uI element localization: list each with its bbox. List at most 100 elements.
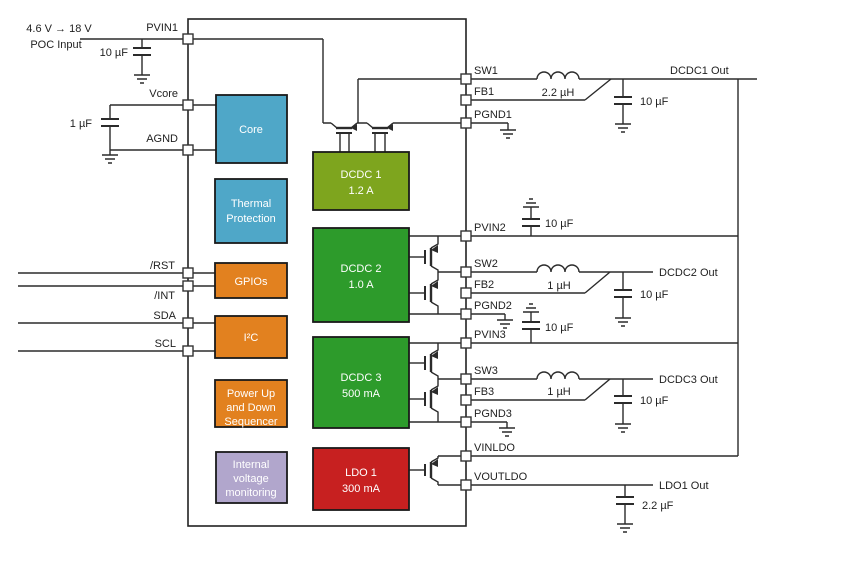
input-range-label: 4.6 V → 18 V [26,23,92,35]
svg-text:Internal: Internal [233,459,270,471]
pin-pgnd2 [460,308,472,320]
input-name-label: POC Input [30,39,81,51]
dcdc2-out-label: DCDC2 Out [659,267,718,279]
cap3-label: 10 µF [640,395,669,407]
dcdc2-rect [312,227,410,323]
component-value-labels: 2.2 µH 1 µH 1 µH 10 µF 10 µF 10 µF 2.2 µ… [542,87,674,512]
pin-pvin2 [460,230,472,242]
ldo1-rect [312,447,410,511]
svg-text:VOUTLDO: VOUTLDO [474,471,528,483]
dcdc1-mosfet-pair [330,122,394,152]
svg-text:SW2: SW2 [474,258,498,270]
sequencer-rect [214,379,288,428]
dcdc1-rect [312,151,410,211]
thermal-rect [214,178,288,244]
monitoring-rect [215,451,288,504]
vcore-cap-label: 1 µF [70,118,93,130]
svg-text:300 mA: 300 mA [342,483,381,495]
right-pin-squares [460,73,472,491]
cap1-label: 10 µF [640,96,669,108]
pin-sw2 [460,266,472,278]
svg-text:DCDC 3: DCDC 3 [341,372,382,384]
dcdc2-output-wiring [471,264,653,329]
dcdc2-mosfet-pair [409,236,439,314]
inductor2-label: 1 µH [547,280,571,292]
output-labels: DCDC1 Out DCDC2 Out DCDC3 Out LDO1 Out [659,65,729,492]
left-pin-squares [182,33,194,357]
svg-text:DCDC 2: DCDC 2 [341,263,382,275]
block-gpios: GPIOs [214,262,288,299]
pin-agnd [182,144,194,156]
block-dcdc1: DCDC 1 1.2 A [312,151,410,211]
ldo1-out-label: LDO1 Out [659,480,709,492]
input-wiring [80,38,183,84]
svg-text:FB3: FB3 [474,386,494,398]
core-rect [215,94,288,164]
i2c-rect [214,315,288,359]
svg-text:FB2: FB2 [474,279,494,291]
inductor1-label: 2.2 µH [542,87,575,99]
block-i2c: I²C [214,315,288,359]
input-labels: 4.6 V → 18 V POC Input 10 µF 1 µF [26,23,128,130]
input-cap-label: 10 µF [100,47,129,59]
svg-text:SCL: SCL [155,338,176,350]
svg-text:and Down: and Down [226,402,276,414]
block-dcdc2: DCDC 2 1.0 A [312,227,410,323]
svg-text:PVIN2: PVIN2 [474,222,506,234]
svg-text:Sequencer: Sequencer [224,416,278,428]
pin-rst [182,267,194,279]
block-sequencer: Power Up and Down Sequencer [214,379,288,428]
control-signal-wires [18,272,183,352]
svg-text:FB1: FB1 [474,86,494,98]
pin-scl [182,345,194,357]
svg-text:Protection: Protection [226,213,276,225]
pin-vinldo [460,450,472,462]
pin-sw3 [460,373,472,385]
pvin2-cap-label: 10 µF [545,218,574,230]
internal-wiring [193,38,461,486]
pin-pgnd3 [460,416,472,428]
svg-text:I²C: I²C [244,332,259,344]
pin-sw1 [460,73,472,85]
svg-text:Power Up: Power Up [227,388,275,400]
pin-voutldo [460,479,472,491]
pin-pvin1 [182,33,194,45]
svg-text:500 mA: 500 mA [342,388,381,400]
right-pin-labels: SW1 FB1 PGND1 PVIN2 SW2 FB2 PGND2 PVIN3 … [474,65,528,483]
svg-text:GPIOs: GPIOs [234,276,268,288]
svg-text:PGND1: PGND1 [474,109,512,121]
svg-text:PVIN3: PVIN3 [474,329,506,341]
ldo-output-wiring [471,455,738,533]
svg-text:LDO 1: LDO 1 [345,467,377,479]
pin-pvin3 [460,337,472,349]
dcdc1-out-label: DCDC1 Out [670,65,729,77]
svg-text:PVIN1: PVIN1 [146,22,178,34]
pvin3-wiring [471,303,738,344]
pin-vcore [182,99,194,111]
block-ldo1: LDO 1 300 mA [312,447,410,511]
svg-text:PGND3: PGND3 [474,408,512,420]
dcdc1-output-wiring [471,71,757,139]
svg-text:1.2 A: 1.2 A [348,185,374,197]
svg-text:monitoring: monitoring [225,487,276,499]
pin-int [182,280,194,292]
svg-text:SW3: SW3 [474,365,498,377]
pvin2-wiring [471,198,738,237]
block-thermal-protection: Thermal Protection [214,178,288,244]
dcdc3-mosfet-pair [409,343,439,422]
inductor3-label: 1 µH [547,386,571,398]
pin-fb2 [460,287,472,299]
pvin3-cap-label: 10 µF [545,322,574,334]
svg-text:voltage: voltage [233,473,268,485]
pin-fb1 [460,94,472,106]
cap2-label: 10 µF [640,289,669,301]
block-voltage-monitoring: Internal voltage monitoring [215,451,288,504]
svg-text:SDA: SDA [153,310,176,322]
pin-pgnd1 [460,117,472,129]
svg-text:1.0 A: 1.0 A [348,279,374,291]
pin-fb3 [460,394,472,406]
dcdc3-out-label: DCDC3 Out [659,374,718,386]
svg-text:DCDC 1: DCDC 1 [341,169,382,181]
